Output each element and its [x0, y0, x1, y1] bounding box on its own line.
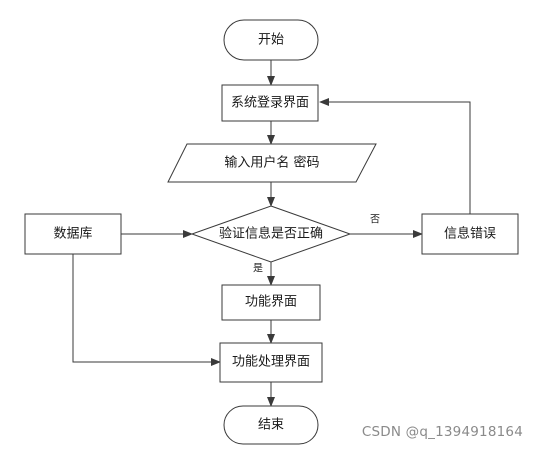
- database-label: 数据库: [53, 226, 92, 242]
- function-screen-label: 功能界面: [245, 295, 297, 310]
- function-process-label: 功能处理界面: [232, 355, 310, 370]
- error-node: [421, 213, 519, 255]
- error-label: 信息错误: [444, 226, 496, 242]
- yes-branch-label: 是: [253, 263, 263, 275]
- start-label: 开始: [258, 33, 284, 48]
- verify-label: 验证信息是否正确: [219, 226, 323, 242]
- function-process-node: [219, 342, 323, 383]
- edge-database-to-process: [72, 254, 221, 366]
- database-node: [24, 213, 122, 255]
- end-label: 结束: [258, 418, 284, 433]
- login-screen-label: 系统登录界面: [231, 96, 309, 111]
- watermark: CSDN @q_1394918164: [361, 424, 523, 440]
- no-branch-label: 否: [370, 214, 380, 226]
- verify-decision-node: [190, 205, 352, 263]
- function-screen-node: [221, 284, 321, 321]
- edge-error-to-login: [319, 98, 471, 214]
- start-node: [223, 19, 319, 61]
- end-node: [223, 405, 319, 445]
- input-node: [167, 143, 377, 183]
- input-label: 输入用户名 密码: [224, 155, 319, 171]
- login-screen-node: [221, 84, 319, 122]
